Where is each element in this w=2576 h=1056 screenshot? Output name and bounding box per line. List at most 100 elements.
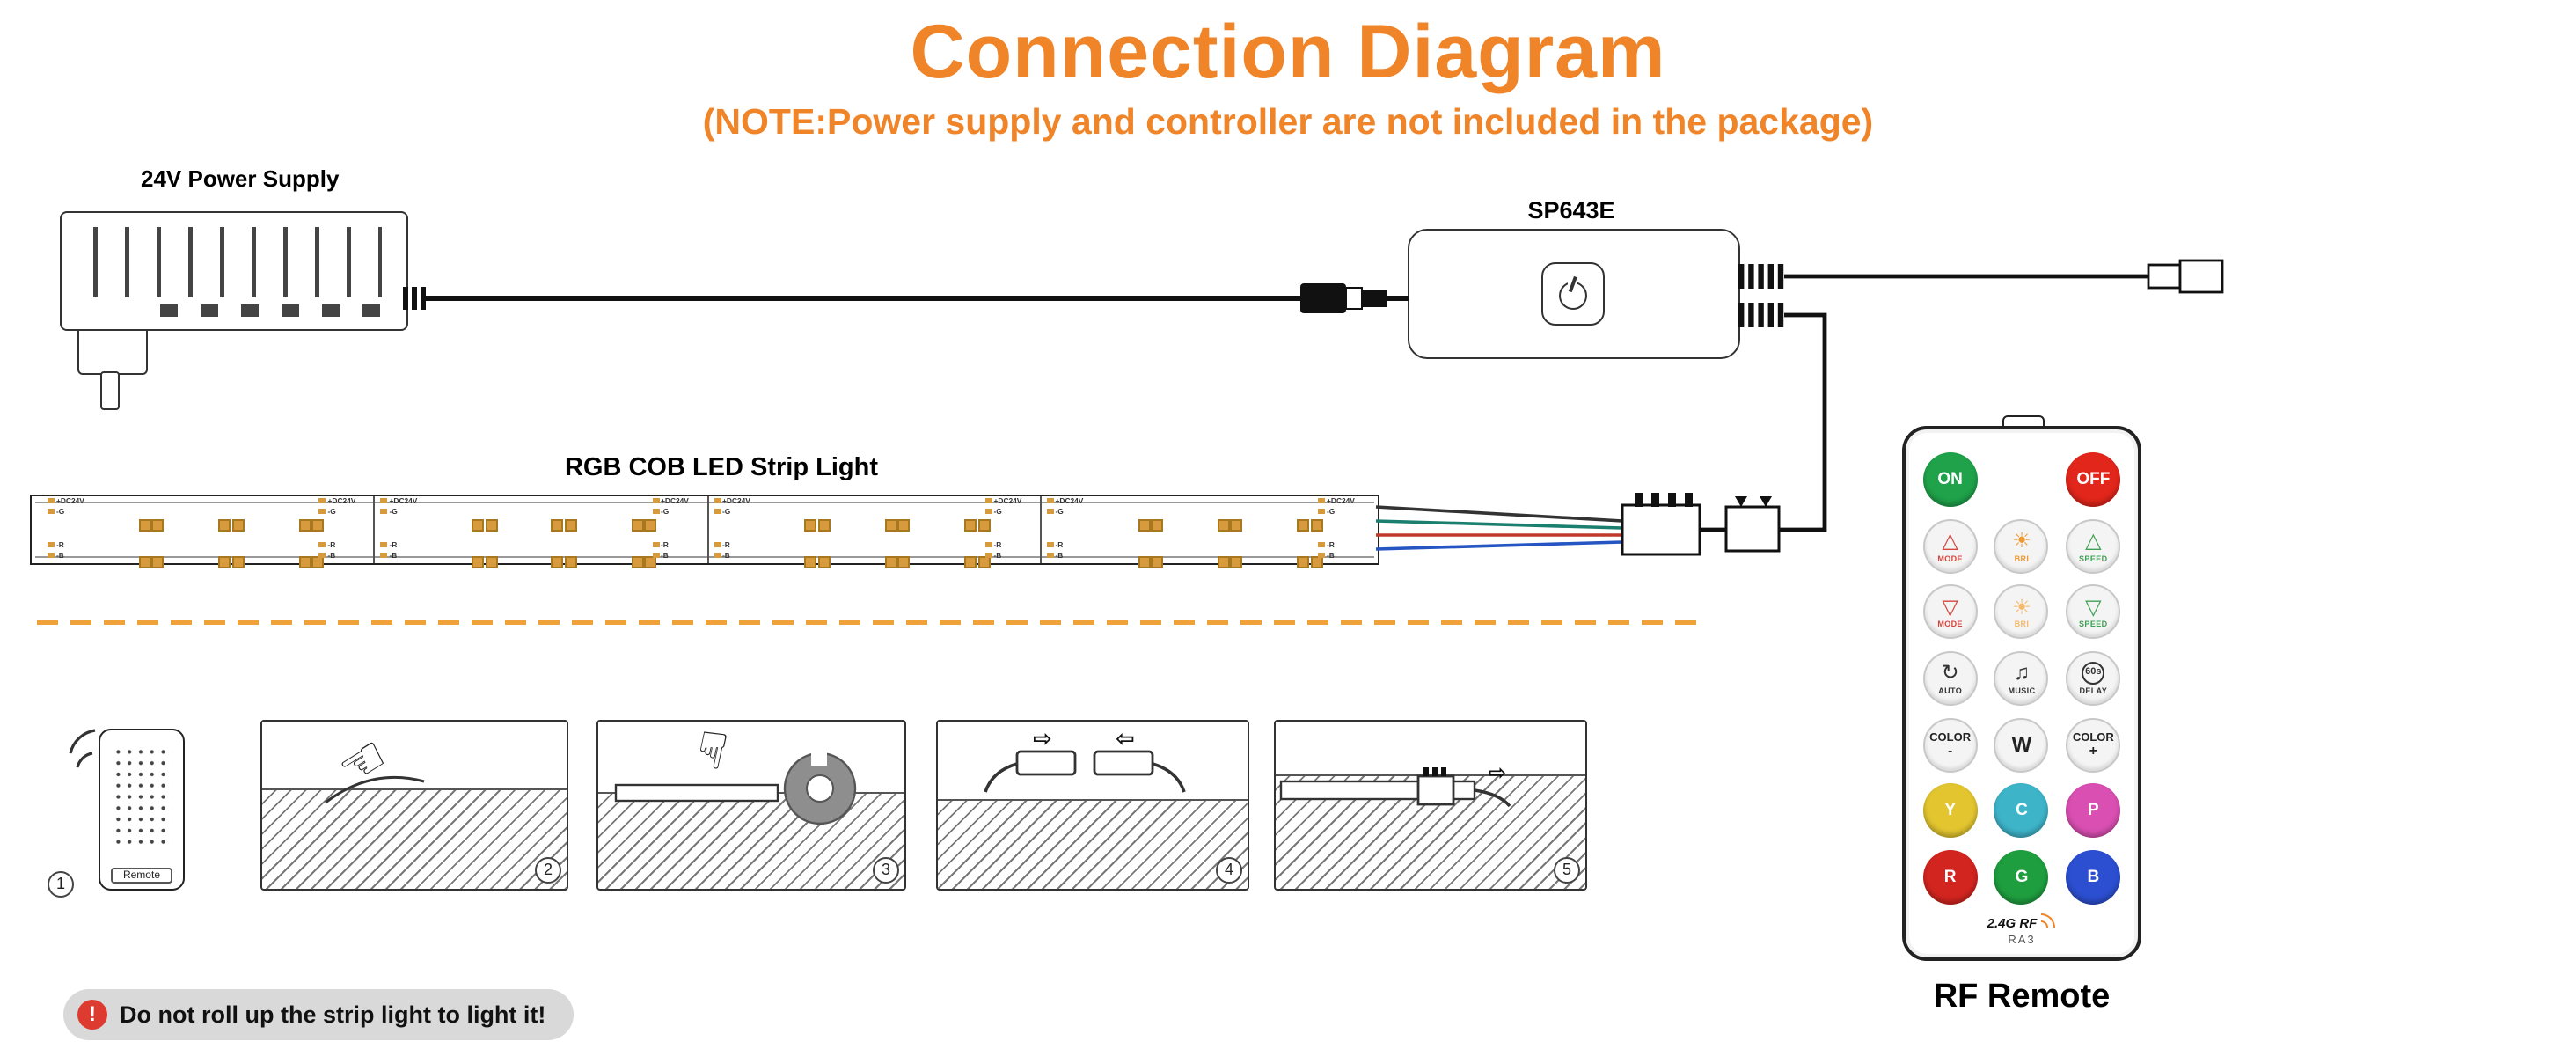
remote-button-r: R xyxy=(1922,849,1978,905)
psu-plug xyxy=(77,326,148,375)
strip-cut-line xyxy=(1039,496,1042,563)
remote-button-w: W xyxy=(1994,717,2049,773)
step-panel-stick: ☟ 3 xyxy=(596,720,906,891)
led-strip-illustration: +DC24V-G-R-B+DC24V-G-R-B+DC24V-G-R-B+DC2… xyxy=(30,495,1379,568)
surface-hatch xyxy=(262,788,567,889)
strip-led-pads xyxy=(138,544,167,576)
hand-press-icon: ☟ xyxy=(691,721,733,781)
strip-led-pads xyxy=(1297,544,1326,576)
strip-led-pads xyxy=(631,507,660,539)
power-supply-illustration xyxy=(60,211,408,331)
remote-button-auto: ↻AUTO xyxy=(1922,650,1978,706)
sun-icon: ☀ xyxy=(2012,594,2031,620)
strip-led-pads xyxy=(298,507,326,539)
power-supply-label: 24V Power Supply xyxy=(141,165,340,192)
tri-down-icon: ▽ xyxy=(2085,594,2102,620)
page-title: Connection Diagram xyxy=(910,11,1666,95)
music-icon: ♫ xyxy=(2013,660,2030,686)
strip-solder-pads: +DC24V-G-R-B xyxy=(985,496,1035,563)
arrow-left-icon: ⇦ xyxy=(1116,725,1135,752)
warning-icon: ! xyxy=(77,1000,107,1030)
strip-led-pads xyxy=(218,507,246,539)
step-panel-extend: ⇨ 5 xyxy=(1274,720,1587,891)
remote-footer: 2.4G RF xyxy=(1914,913,2129,931)
auto-icon: ↻ xyxy=(1941,660,1959,686)
strip-solder-pads: +DC24V-G-R-B xyxy=(714,496,763,563)
strip-led-pads xyxy=(884,544,912,576)
strip-led-pads xyxy=(884,507,912,539)
remote-button-mode: ▽MODE xyxy=(1922,584,1978,640)
remote-button-y: Y xyxy=(1922,783,1978,839)
mini-remote-label: Remote xyxy=(111,868,172,884)
remote-button-color: COLOR- xyxy=(1922,717,1978,773)
warning-text: Do not roll up the strip light to light … xyxy=(120,1001,546,1028)
remote-button-music: ♫MUSIC xyxy=(1994,650,2049,706)
led-strip-label: RGB COB LED Strip Light xyxy=(564,454,878,482)
arrow-right-icon: ⇨ xyxy=(1033,725,1052,752)
strip-cut-line xyxy=(706,496,708,563)
surface-hatch xyxy=(938,799,1248,889)
strip-led-pads xyxy=(551,507,580,539)
rf-signal-icon xyxy=(2040,913,2056,928)
strip-led-pads xyxy=(1297,507,1326,539)
strip-led-pads xyxy=(472,507,500,539)
remote-button-mode: △MODE xyxy=(1922,518,1978,574)
psu-vents xyxy=(160,304,382,317)
strip-solder-pads: +DC24V-G-R-B xyxy=(48,496,97,563)
strip-led-pads xyxy=(964,507,992,539)
strip-solder-pads: +DC24V-G-R-B xyxy=(652,496,701,563)
strip-led-pads xyxy=(138,507,167,539)
psu-ribs xyxy=(93,227,382,297)
step-panel-peel: ☜ 2 xyxy=(260,720,568,891)
remote-button-speed: △SPEED xyxy=(2066,518,2121,574)
rf-remote-illustration: ON OFF △MODE ☀BRI △SPEED ▽MODE ☀BRI ▽SPEED ↻AUTO… xyxy=(1902,426,2141,961)
mini-remote-buttons xyxy=(111,744,172,850)
strip-led-pads xyxy=(1138,544,1166,576)
strip-led-pads xyxy=(472,544,500,576)
strip-solder-pads: +DC24V-G-R-B xyxy=(1047,496,1096,563)
sun-icon: ☀ xyxy=(2012,528,2031,554)
remote-button-b: B xyxy=(2066,849,2121,905)
remote-model: RA3 xyxy=(2008,935,2036,947)
strip-led-pads xyxy=(964,544,992,576)
tri-down-icon: ▽ xyxy=(1942,594,1958,620)
warning-banner: ! Do not roll up the strip light to ligh… xyxy=(63,989,574,1040)
step-number-2: 2 xyxy=(535,857,561,884)
delay-icon: 60s xyxy=(2082,661,2105,685)
controller-power-button xyxy=(1541,262,1605,326)
surface-hatch xyxy=(598,792,904,889)
remote-button-on: ON xyxy=(1922,452,1978,508)
step-panel-connect: ⇨ ⇦ 4 xyxy=(936,720,1249,891)
strip-led-pads xyxy=(1138,507,1166,539)
page-subtitle: (NOTE:Power supply and controller are no… xyxy=(702,102,1874,143)
surface-hatch xyxy=(1276,774,1585,889)
mini-remote-illustration: Remote xyxy=(99,729,185,891)
strip-led-pads xyxy=(298,544,326,576)
remote-button-grid: ON OFF △MODE ☀BRI △SPEED ▽MODE ☀BRI ▽SPEED ↻AUTO… xyxy=(1914,447,2129,910)
tri-up-icon: △ xyxy=(2085,528,2102,554)
dashed-separator xyxy=(37,620,1705,625)
remote-button-bri: ☀BRI xyxy=(1994,518,2049,574)
strip-led-pads xyxy=(804,544,833,576)
remote-button-p: P xyxy=(2066,783,2121,839)
step-number-4: 4 xyxy=(1216,857,1242,884)
strip-led-pads xyxy=(631,544,660,576)
remote-button-c: C xyxy=(1994,783,2049,839)
arrow-right-icon: ⇨ xyxy=(1489,760,1507,785)
strip-solder-pads: +DC24V-G-R-B xyxy=(381,496,430,563)
remote-button-off: OFF xyxy=(2066,452,2121,508)
strip-solder-pads: +DC24V-G-R-B xyxy=(1318,496,1367,563)
strip-led-pads xyxy=(1217,507,1246,539)
step-number-1: 1 xyxy=(48,871,74,898)
tri-up-icon: △ xyxy=(1942,528,1958,554)
remote-button-speed: ▽SPEED xyxy=(2066,584,2121,640)
step-number-3: 3 xyxy=(873,857,899,884)
controller-label: SP643E xyxy=(1527,197,1615,224)
remote-button-color: COLOR+ xyxy=(2066,717,2121,773)
strip-cut-line xyxy=(373,496,376,563)
strip-led-pads xyxy=(551,544,580,576)
remote-button-bri: ☀BRI xyxy=(1994,584,2049,640)
